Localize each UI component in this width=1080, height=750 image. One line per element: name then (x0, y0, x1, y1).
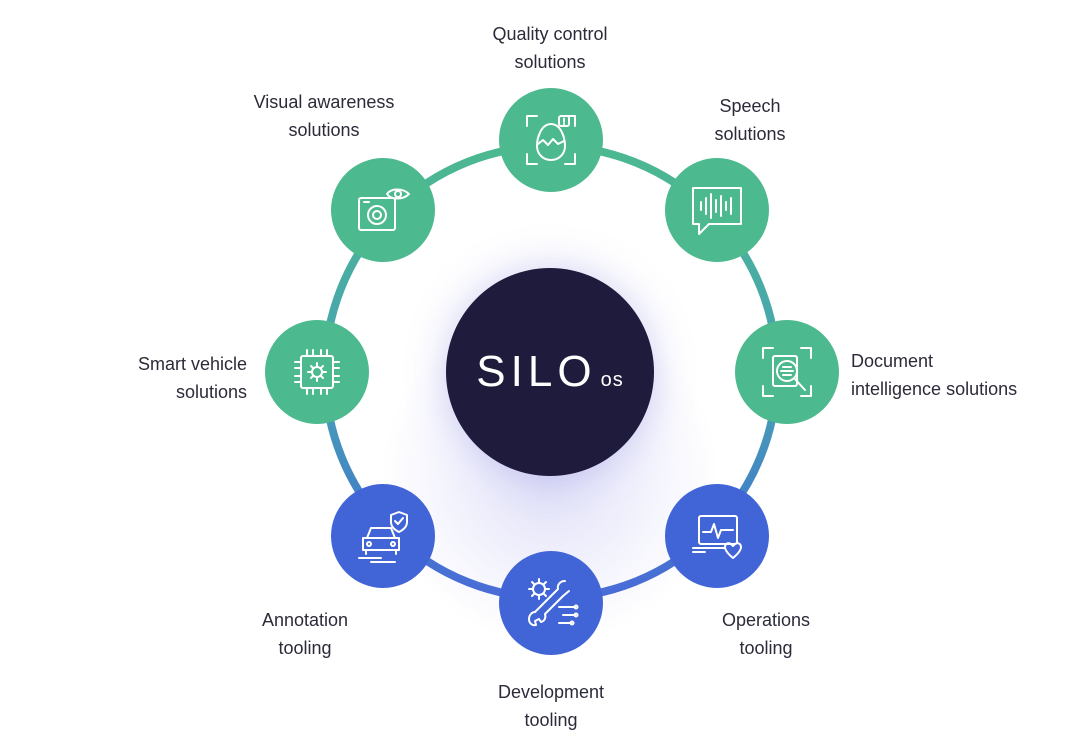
wrench-gear-icon (528, 578, 579, 627)
node-development (499, 551, 603, 655)
label-speech: Speech solutions (714, 96, 786, 144)
label-operations: Operations tooling (721, 610, 811, 658)
node-speech (665, 158, 769, 262)
document-scan-icon (762, 347, 812, 397)
silo-os-hub: SILO os (446, 268, 654, 476)
label-smart-vehicle: Smart vehicle solutions (137, 354, 247, 402)
chip-gear-icon (294, 349, 340, 395)
label-development: Development tooling (497, 682, 605, 730)
monitor-heart-icon (692, 515, 742, 559)
node-smart-vehicle (265, 320, 369, 424)
node-annotation (331, 484, 435, 588)
brand-name: SILO (476, 347, 597, 396)
car-shield-icon (358, 511, 408, 563)
label-document-intelligence: Document intelligence solutions (851, 351, 1018, 399)
node-operations (665, 484, 769, 588)
label-annotation: Annotation tooling (261, 610, 349, 658)
silo-os-logo: SILO os (476, 347, 623, 397)
label-quality-control: Quality control solutions (492, 24, 608, 72)
camera-eye-icon (358, 188, 410, 231)
speech-waveform-icon (692, 187, 742, 235)
egg-inspection-icon (526, 115, 576, 165)
node-visual-awareness (331, 158, 435, 262)
brand-suffix: os (600, 369, 624, 391)
label-visual-awareness: Visual awareness solutions (253, 92, 395, 140)
node-quality-control (499, 88, 603, 192)
node-document-intelligence (735, 320, 839, 424)
